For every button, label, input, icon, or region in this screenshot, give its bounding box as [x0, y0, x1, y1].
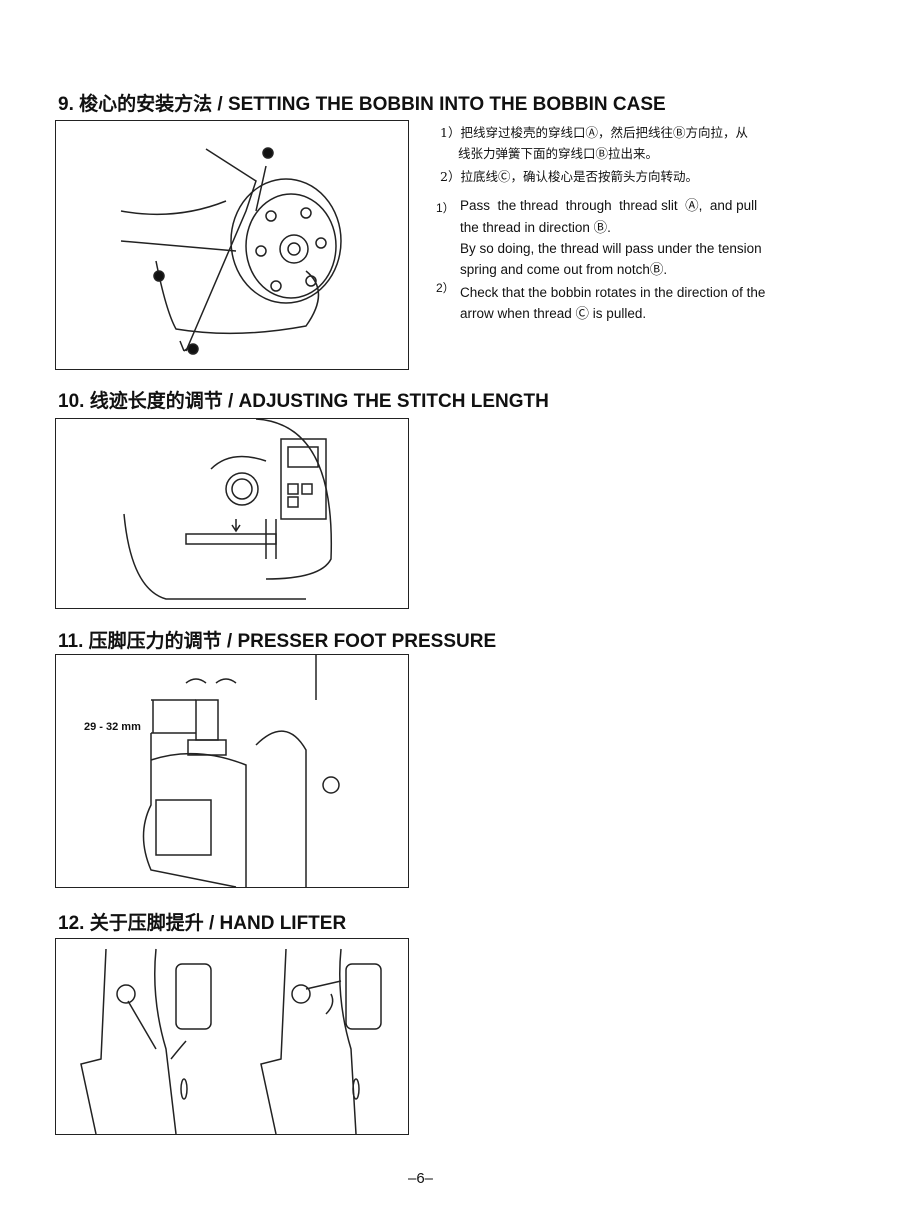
- bobbin-case-illustration: [55, 120, 409, 370]
- section-9-heading: 9. 梭心的安装方法 / SETTING THE BOBBIN INTO THE…: [58, 94, 666, 115]
- en-step-1-line: spring and come out from notchⒷ.: [460, 262, 668, 277]
- hand-lifter-illustration: [55, 938, 409, 1135]
- en-step-2-line: Check that the bobbin rotates in the dir…: [460, 285, 766, 300]
- en-step-2-line: arrow when thread Ⓒ is pulled.: [460, 306, 647, 321]
- en-step-1-line: the thread in direction Ⓑ.: [460, 220, 611, 235]
- zh-step-1: 1）把线穿过梭壳的穿线口Ⓐ，然后把线往Ⓑ方向拉，从: [440, 125, 748, 140]
- stitch-length-illustration: [55, 418, 409, 609]
- section-10-heading: 10. 线迹长度的调节 / ADJUSTING THE STITCH LENGT…: [58, 391, 549, 412]
- en-step-1-line: By so doing, the thread will pass under …: [460, 241, 762, 256]
- dimension-label: 29 - 32 mm: [84, 721, 141, 733]
- step-1-number: 1）: [436, 201, 455, 215]
- section-12-heading: 12. 关于压脚提升 / HAND LIFTER: [58, 913, 347, 934]
- zh-step-1-cont: 线张力弹簧下面的穿线口Ⓑ拉出来。: [458, 146, 659, 161]
- zh-step-2: 2）拉底线Ⓒ，确认梭心是否按箭头方向转动。: [440, 169, 698, 184]
- en-step-1-line: Pass the thread through thread slit Ⓐ, a…: [460, 198, 758, 213]
- step-2-number: 2）: [436, 281, 455, 295]
- presser-foot-pressure-illustration: 29 - 32 mm: [55, 654, 409, 888]
- page-number: –6–: [408, 1170, 434, 1187]
- section-11-heading: 11. 压脚压力的调节 / PRESSER FOOT PRESSURE: [58, 631, 497, 652]
